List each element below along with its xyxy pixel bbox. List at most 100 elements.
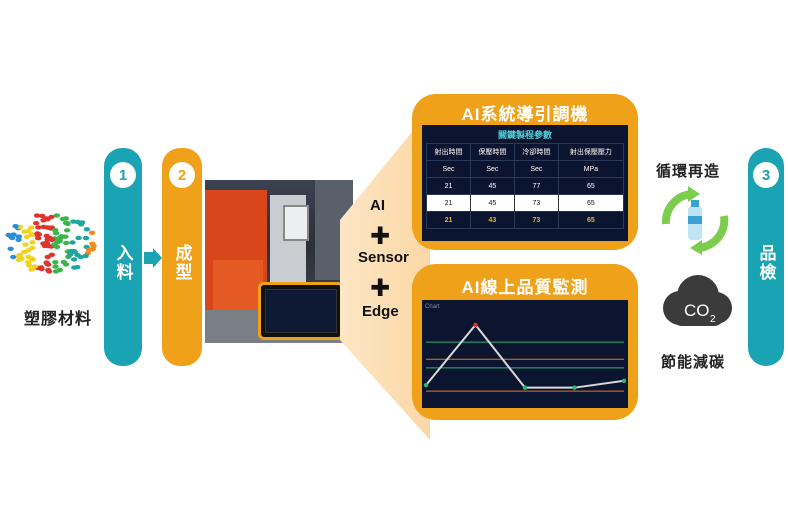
- step-number-2: 2: [169, 162, 195, 188]
- plus-icon: ✚: [370, 223, 391, 250]
- pellet: [28, 225, 35, 230]
- pellet: [33, 213, 41, 218]
- pellet: [53, 213, 60, 218]
- recycle-label: 循環再造: [656, 163, 721, 180]
- table-row: 21 45 77 65: [426, 177, 625, 195]
- table-cell: 45: [469, 194, 515, 212]
- pellet: [77, 254, 84, 260]
- table-cell: 21: [426, 194, 471, 212]
- pellet: [70, 257, 78, 262]
- pellet: [88, 230, 96, 235]
- pellet: [89, 241, 96, 246]
- table-row: 21 45 73 65: [426, 194, 625, 212]
- step-label-feeding: 入料: [113, 244, 133, 282]
- pellet: [29, 245, 36, 251]
- co2-subscript: 2: [710, 314, 716, 325]
- pellet: [82, 235, 90, 241]
- pellet: [39, 213, 46, 219]
- pellet: [83, 227, 91, 232]
- carbon-label: 節能減碳: [661, 354, 726, 371]
- pellet: [48, 214, 55, 220]
- data-point: [621, 378, 627, 383]
- tablet-device-icon: [258, 282, 344, 340]
- data-point: [423, 382, 429, 388]
- table-header-cell: 保壓時間: [469, 143, 515, 161]
- ai-quality-title: AI線上品質監測: [461, 278, 589, 297]
- ai-quality-panel: AI線上品質監測 Chart: [412, 264, 638, 420]
- pellet: [43, 216, 50, 222]
- pellet: [34, 231, 41, 236]
- table-unit-cell: Sec: [426, 160, 471, 178]
- pellet: [7, 234, 15, 239]
- plastic-pellets-icon: [5, 213, 97, 274]
- table-header-cell: 冷卻時間: [513, 143, 559, 161]
- pellet: [25, 260, 32, 265]
- pellet: [67, 248, 75, 254]
- table-header-cell: 射出保壓壓力: [557, 143, 625, 161]
- table-cell: 73: [513, 211, 559, 229]
- pellet: [15, 237, 22, 242]
- pellet: [59, 216, 67, 222]
- pellet: [60, 259, 68, 265]
- pellet: [33, 221, 40, 226]
- table-unit-cell: Sec: [469, 160, 515, 178]
- step-number-3: 3: [753, 162, 779, 188]
- tech-ai: AI: [370, 197, 385, 214]
- pellet: [38, 265, 45, 270]
- pellet: [16, 252, 23, 258]
- pellet: [63, 228, 71, 233]
- ai-guidance-panel: AI系統導引調機 關鍵製程參數 射出時間 保壓時間 冷卻時間 射出保壓壓力 Se…: [412, 94, 638, 250]
- pellet: [29, 232, 36, 237]
- pellet: [25, 254, 32, 260]
- table-cell: 45: [469, 177, 515, 195]
- pellet: [21, 229, 28, 234]
- recycle-bottle-icon: [661, 186, 729, 255]
- pellet: [51, 242, 58, 247]
- pellet: [7, 246, 14, 251]
- pellet: [67, 252, 74, 257]
- data-point: [522, 385, 528, 390]
- parameter-table-panel: 關鍵製程參數 射出時間 保壓時間 冷卻時間 射出保壓壓力 Sec Sec Sec…: [422, 125, 628, 241]
- pellet: [23, 234, 31, 239]
- pellet: [49, 237, 56, 242]
- quality-chart-panel: Chart: [422, 300, 628, 408]
- pellet: [29, 240, 36, 245]
- pellet: [69, 240, 76, 245]
- pellet: [52, 260, 59, 265]
- step-feeding: 1 入料: [104, 148, 142, 366]
- pellet: [77, 222, 85, 227]
- table-cell: 43: [469, 211, 515, 229]
- table-header-cell: 射出時間: [426, 143, 471, 161]
- raw-material-label: 塑膠材料: [23, 311, 92, 328]
- pellet: [89, 247, 96, 252]
- pellet: [40, 224, 47, 230]
- pellet: [35, 225, 42, 230]
- arrow-right-icon: [144, 248, 162, 268]
- table-cell: 77: [513, 177, 559, 195]
- data-point: [473, 322, 478, 328]
- pellet: [15, 257, 23, 263]
- chart-caption: Chart: [425, 304, 440, 310]
- pellet: [31, 264, 39, 269]
- table-cell: 21: [426, 211, 471, 229]
- pellet: [56, 239, 63, 244]
- table-row: 21 43 73 65: [426, 211, 625, 229]
- tech-edge: Edge: [362, 303, 399, 320]
- injection-machine-photo: [205, 180, 353, 343]
- pellet: [44, 261, 51, 267]
- pellet: [71, 265, 78, 270]
- pellet: [40, 241, 47, 246]
- data-point: [572, 385, 577, 390]
- plus-icon: ✚: [370, 275, 391, 302]
- parameter-table-title: 關鍵製程參數: [497, 130, 552, 140]
- step-molding: 2 成型: [162, 148, 202, 366]
- table-cell: 65: [557, 211, 625, 229]
- step-label-inspection: 品檢: [756, 244, 776, 282]
- pellet: [56, 267, 63, 273]
- pellet: [52, 264, 59, 269]
- pellet: [22, 242, 29, 247]
- ai-guidance-title: AI系統導引調機: [461, 105, 589, 124]
- pellet: [35, 236, 42, 241]
- table-cell: 21: [426, 177, 471, 195]
- pellet: [75, 235, 82, 241]
